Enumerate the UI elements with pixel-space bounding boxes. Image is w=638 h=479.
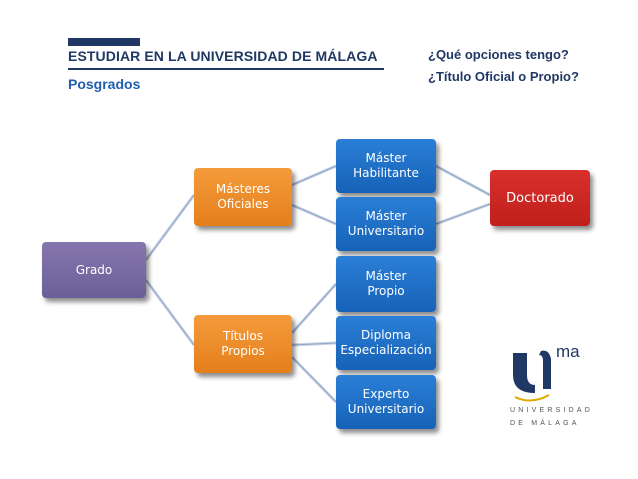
node-master-universitario: Máster Universitario [336,197,436,251]
node-master-propio: Máster Propio [336,256,436,312]
node-masteres-oficiales: Másteres Oficiales [194,168,292,226]
node-doctorado: Doctorado [490,170,590,226]
logo-mark: ma [556,342,580,361]
node-titulos-propios: Títulos Propios [194,315,292,373]
page-subtitle: Posgrados [68,76,141,92]
header-accent-bar [68,38,140,46]
question-official-or-own: ¿Título Oficial o Propio? [428,69,579,84]
question-options: ¿Qué opciones tengo? [428,47,569,62]
university-logo-icon [513,350,551,402]
node-master-habilitante: Máster Habilitante [336,139,436,193]
logo-line-1: UNIVERSIDAD [510,407,594,414]
title-underline [68,68,384,70]
node-experto-universitario: Experto Universitario [336,375,436,429]
node-grado: Grado [42,242,146,298]
node-diploma-especializacion: Diploma Especialización [336,316,436,370]
logo-line-2: DE MÁLAGA [510,420,580,427]
page-title: ESTUDIAR EN LA UNIVERSIDAD DE MÁLAGA [68,48,378,64]
